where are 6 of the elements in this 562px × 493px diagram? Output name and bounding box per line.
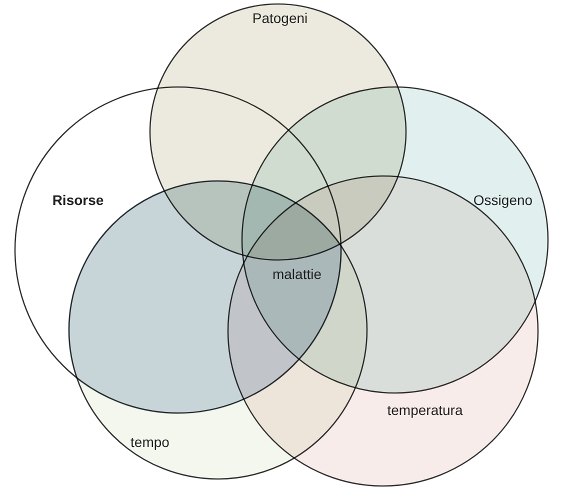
circle-label: tempo	[130, 434, 170, 450]
circle-label: temperatura	[387, 402, 463, 418]
circle-label: Ossigeno	[473, 192, 533, 208]
center-label: malattie	[272, 266, 322, 282]
circle-label: Risorse	[52, 192, 104, 208]
circle-label: Patogeni	[252, 10, 308, 26]
